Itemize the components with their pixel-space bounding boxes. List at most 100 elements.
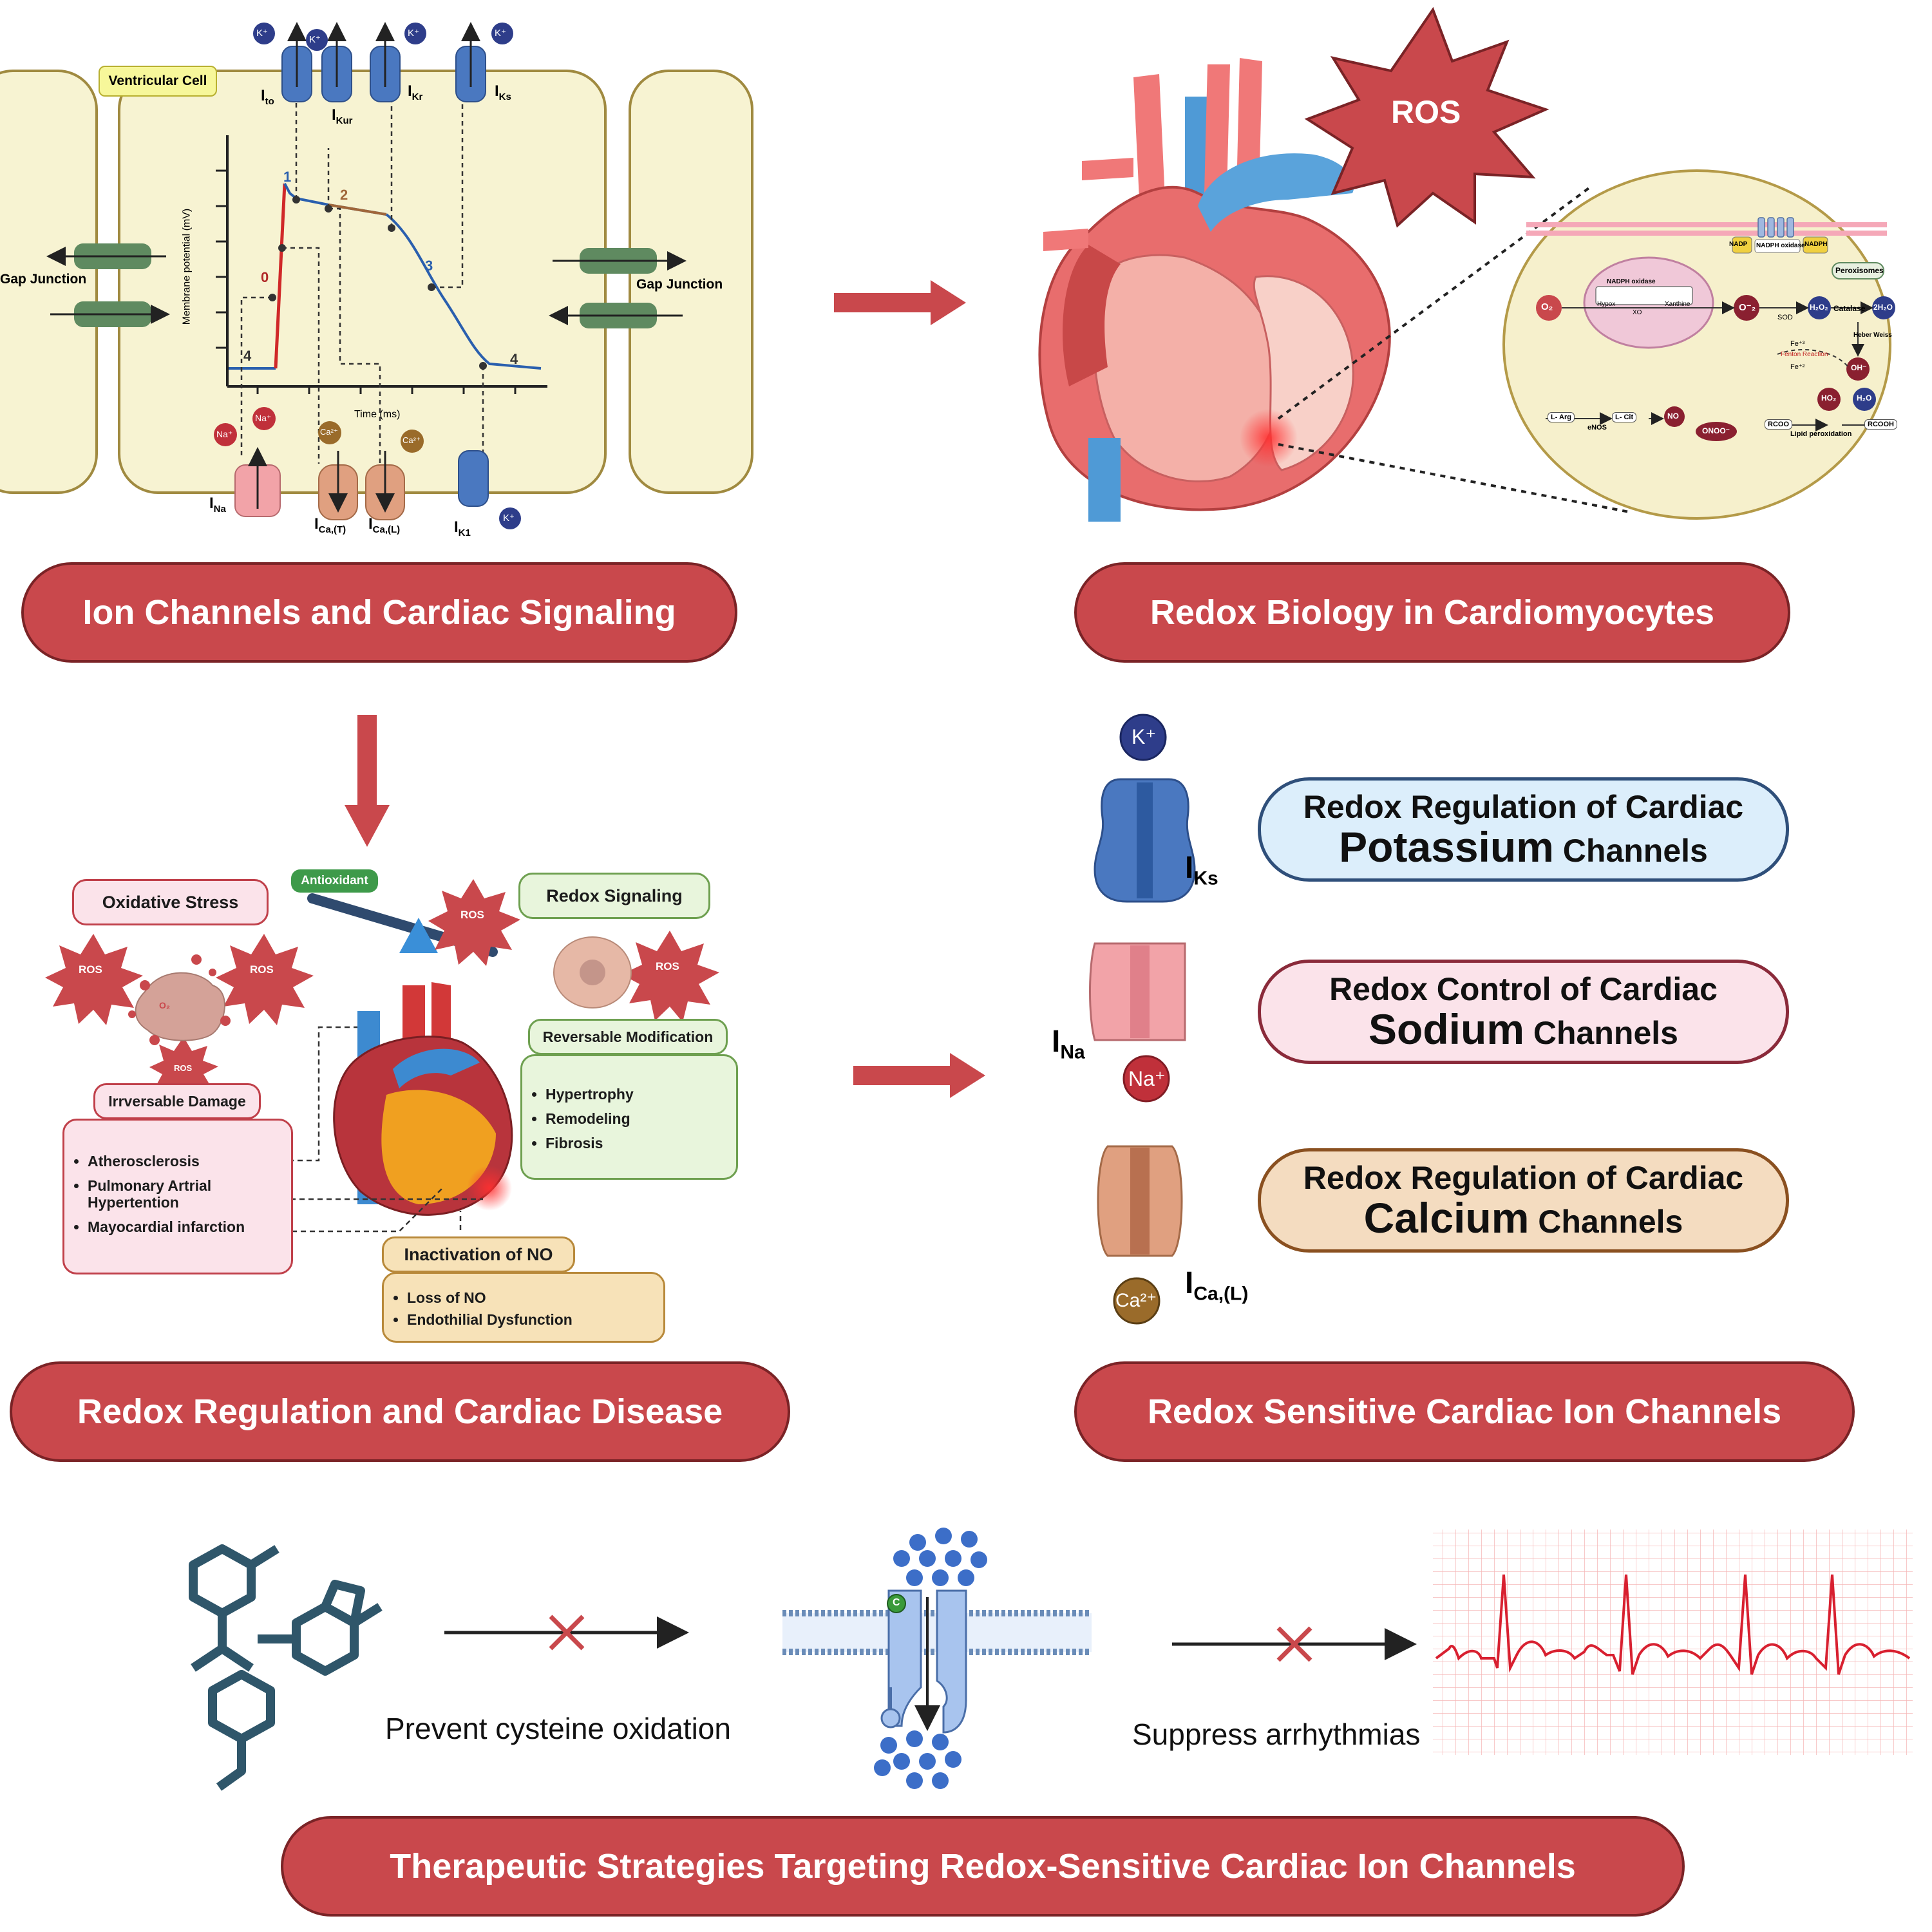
irreversible-item: Mayocardial infarction: [88, 1218, 291, 1235]
na-badge-1: Na⁺: [216, 429, 233, 439]
prevent-label: Prevent cysteine oxidation: [385, 1712, 731, 1745]
banner-redox-biology: Redox Biology in Cardiomyocytes: [1074, 562, 1790, 663]
zoom-2h2o: 2H₂O: [1873, 303, 1893, 312]
zoom-o2: O₂: [1541, 301, 1553, 312]
na-badge-2: Na⁺: [255, 413, 272, 423]
inactivation-no-box: Loss of NO Endothilial Dysfunction: [382, 1272, 665, 1343]
na-ion-icon: [1122, 1055, 1170, 1103]
k-ion-label: K⁺: [1132, 725, 1157, 748]
reversible-item: Hypertrophy: [545, 1086, 736, 1103]
gap-junction-left-label: Gap Junction: [0, 272, 87, 287]
potassium-line1: Redox Regulation of Cardiac: [1303, 789, 1744, 825]
zoom-xo: XO: [1633, 309, 1642, 316]
heart-illustration: [1038, 58, 1391, 522]
calcium-line1: Redox Regulation of Cardiac: [1303, 1160, 1744, 1196]
ion-channels-panel: [0, 22, 753, 529]
ca-ion-label: Ca²⁺: [1115, 1290, 1157, 1311]
right-cell: [629, 70, 753, 494]
reversible-box: Hypertrophy Remodeling Fibrosis: [520, 1054, 738, 1180]
cysteine-badge: [887, 1594, 906, 1613]
ros-label: ROS: [1391, 94, 1461, 130]
zoom-ho2: HO₂: [1821, 393, 1837, 402]
ca-badge-2: Ca²⁺: [402, 435, 421, 445]
ros-star-seesaw: [428, 879, 520, 966]
current-icat-label: ICa,(T): [314, 515, 346, 535]
k-badge-3: K⁺: [408, 28, 419, 39]
drug-molecules: [189, 1544, 383, 1791]
zoom-catalase: Catalase: [1833, 304, 1866, 313]
k-ion-badges-top: [253, 23, 513, 51]
current-ina-label: INa: [209, 495, 226, 515]
k-ion-icon: [1119, 714, 1167, 761]
potassium-line2: Potassium Channels: [1339, 823, 1708, 871]
zoom-hypox: Hypox: [1597, 301, 1616, 308]
phase-4-right: 4: [510, 351, 518, 367]
irreversible-item: Pulmonary Artrial Hypertention: [88, 1177, 291, 1211]
channel-protein: [887, 1589, 922, 1727]
ros-star-signal: [621, 931, 719, 1022]
zoom-l-arg: L- Arg: [1548, 412, 1575, 422]
zoom-fe2: Fe⁺²: [1790, 363, 1805, 371]
zoom-fe3: Fe⁺³: [1790, 340, 1805, 348]
oxidative-stress-pill: Oxidative Stress: [72, 879, 269, 925]
calcium-line2: Calcium Channels: [1363, 1194, 1683, 1242]
gap-junction-right-label: Gap Junction: [636, 277, 723, 292]
zoom-oh: OH⁻: [1851, 363, 1867, 372]
zoom-h2o: H₂O: [1857, 393, 1872, 402]
current-ito-label: Ito: [261, 87, 274, 107]
zoom-no: NO: [1667, 412, 1679, 421]
iks-label: IKs: [1185, 851, 1218, 889]
current-ikr-label: IKr: [408, 82, 423, 102]
phase-2: 2: [340, 187, 348, 203]
ros-star-left: [45, 934, 143, 1025]
zoom-rcooh: RCOOH: [1864, 419, 1897, 430]
redox-signaling-pill: Redox Signaling: [518, 873, 710, 919]
banner-therapeutic: Therapeutic Strategies Targeting Redox-S…: [281, 1816, 1685, 1917]
zoom-l-cit: L- Cit: [1612, 412, 1637, 422]
reversible-item: Fibrosis: [545, 1135, 736, 1151]
ros-starburst: [1304, 6, 1549, 228]
zoom-h2o2: H₂O₂: [1810, 303, 1828, 312]
zoom-rcoo: RCOO: [1765, 419, 1792, 430]
panel-arrows: [345, 280, 985, 1098]
cross-icon-2: [1276, 1626, 1312, 1662]
ina-label: INa: [1052, 1025, 1085, 1063]
ecg-grid: [1433, 1530, 1913, 1755]
current-ical-label: ICa,(L): [368, 515, 401, 535]
ion-dots: [874, 1528, 987, 1789]
irreversible-item: Atherosclerosis: [88, 1153, 291, 1170]
left-cell: [0, 70, 98, 494]
ion-badges-bottom: [214, 407, 521, 529]
zoom-sod: SOD: [1777, 314, 1793, 321]
k-badge-2: K⁺: [309, 34, 321, 45]
current-iks-label: IKs: [495, 82, 511, 102]
phase-0: 0: [261, 269, 269, 285]
cross-icon-1: [549, 1615, 585, 1651]
disease-panel: [45, 879, 719, 1323]
sodium-line1: Redox Control of Cardiac: [1329, 971, 1718, 1007]
no-item: Endothilial Dysfunction: [407, 1311, 663, 1328]
ventricular-cell-label: Ventricular Cell: [99, 66, 217, 97]
na-ion-label: Na⁺: [1128, 1067, 1166, 1090]
redox-zoom-circle: [1277, 169, 1895, 520]
ros-right-label: ROS: [250, 963, 274, 976]
banner-sensitive-channels: Redox Sensitive Cardiac Ion Channels: [1074, 1361, 1855, 1462]
calcium-channel-box: Redox Regulation of Cardiac Calcium Chan…: [1258, 1148, 1789, 1253]
zoom-onoo: ONOO⁻: [1702, 426, 1730, 435]
superoxide-label: O₂: [159, 1000, 171, 1010]
zoom-fenton: Fenton Reaction: [1781, 351, 1828, 358]
ros-seesaw-label: ROS: [460, 909, 484, 921]
zoom-superoxide: O⁻₂: [1739, 302, 1756, 313]
ros-signal-label: ROS: [656, 960, 679, 972]
ros-left-label: ROS: [79, 963, 102, 976]
k-badge-4: K⁺: [495, 28, 506, 39]
current-ikur-label: IKur: [332, 106, 353, 126]
ca-badge-1: Ca²⁺: [320, 427, 338, 437]
banner-ion-channels: Ion Channels and Cardiac Signaling: [21, 562, 737, 663]
reversible-mod-pill: Reversable Modification: [528, 1019, 728, 1055]
irreversible-box: Atherosclerosis Pulmonary Artrial Hypert…: [62, 1119, 293, 1274]
current-ik1-label: IK1: [454, 518, 471, 538]
zoom-heber-weiss: Heber Weiss: [1853, 332, 1892, 339]
k1-channel-bottom: [458, 450, 489, 507]
